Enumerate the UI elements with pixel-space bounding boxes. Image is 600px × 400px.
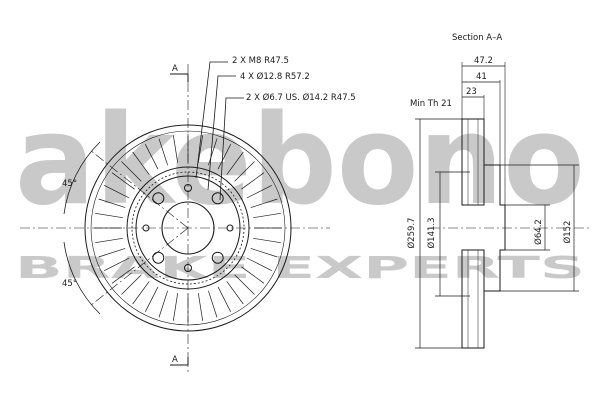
leader-lines xyxy=(195,61,244,201)
cooling-vane xyxy=(104,184,130,199)
min-thickness-label: Min Th 21 xyxy=(410,99,452,109)
cooling-vane xyxy=(241,172,265,190)
section-view-labels: Section A–A 47.2 41 23 Min Th 21 Ø259.7 … xyxy=(406,33,573,249)
cooling-vane xyxy=(132,151,150,175)
cooling-vane xyxy=(95,212,123,219)
cooling-vane xyxy=(226,151,244,175)
angle-arc-upper xyxy=(63,141,101,215)
front-view-labels: A A 45° 45° 2 X M8 R47.5 4 X Ø12.8 R57.2… xyxy=(62,56,356,365)
disc-ventilation xyxy=(467,119,479,348)
cooling-vane xyxy=(172,293,179,321)
cooling-vane xyxy=(241,266,265,284)
watermark-brand: akebono xyxy=(15,89,585,233)
cooling-vane xyxy=(250,198,278,208)
angle-label-lower: 45° xyxy=(62,279,77,289)
section-marker-top xyxy=(170,73,189,82)
cooling-vane xyxy=(197,293,204,321)
cooling-vane xyxy=(250,248,278,258)
callout-stud-holes: 4 X Ø12.8 R57.2 xyxy=(240,71,310,82)
cooling-vane xyxy=(121,274,142,295)
cooling-vane xyxy=(226,281,244,305)
cooling-vane xyxy=(234,161,255,182)
stud-hole xyxy=(211,251,224,264)
cooling-vane xyxy=(144,286,159,312)
cooling-vane xyxy=(158,138,168,166)
dim-disc-thickness: 23 xyxy=(466,87,477,97)
cooling-vane xyxy=(253,237,281,244)
cooling-vane xyxy=(253,212,281,219)
disc-ring-top xyxy=(461,118,485,206)
callout-threaded-holes: 2 X M8 R47.5 xyxy=(232,56,289,66)
dim-hat-diameter: Ø152 xyxy=(562,221,573,244)
cooling-vane xyxy=(104,257,130,272)
cooling-vane xyxy=(246,184,272,199)
cooling-vane xyxy=(217,286,232,312)
cooling-vane xyxy=(234,274,255,295)
dim-center-bore: Ø64.2 xyxy=(533,219,544,245)
cooling-vane xyxy=(197,135,204,163)
cooling-vane xyxy=(217,144,232,170)
cooling-vane xyxy=(121,161,142,182)
dim-hat-height: 41 xyxy=(476,72,487,82)
hat-profile-bottom xyxy=(484,249,505,292)
top-dimension-lines xyxy=(462,65,505,98)
hat-profile-top xyxy=(484,164,505,206)
cooling-vane xyxy=(144,144,159,170)
dim-pitch-diameter: Ø141.3 xyxy=(426,217,437,248)
section-marker-bottom xyxy=(170,357,189,366)
callout-screw-holes: 2 X Ø6.7 US. Ø14.2 R47.5 xyxy=(246,92,356,103)
angle-label-upper: 45° xyxy=(62,179,77,189)
cooling-vane xyxy=(98,198,126,208)
rotor-front-view xyxy=(20,61,330,372)
stud-hole xyxy=(211,192,224,205)
cooling-vane xyxy=(111,266,135,284)
cooling-vane xyxy=(111,172,135,190)
top-dimension-extensions xyxy=(461,62,506,205)
centerlines xyxy=(20,64,330,372)
cooling-vane xyxy=(158,290,168,318)
cooling-vane xyxy=(246,257,272,272)
cooling-vane xyxy=(132,281,150,305)
section-marker-bottom-label: A xyxy=(172,355,178,365)
cooling-vane xyxy=(172,135,179,163)
section-marker-top-label: A xyxy=(172,64,178,74)
angle-arc-lower xyxy=(63,241,101,315)
rotor-section-view xyxy=(415,62,590,349)
disc-ring-bottom xyxy=(461,249,485,349)
section-title: Section A–A xyxy=(452,33,502,43)
cooling-vane xyxy=(95,237,123,244)
dim-outer-diameter: Ø259.7 xyxy=(406,217,417,248)
cooling-vane xyxy=(98,248,126,258)
stud-hole xyxy=(152,192,165,205)
watermark-tagline: BRAKE EXPERTS xyxy=(15,251,585,286)
cooling-vane xyxy=(208,290,218,318)
stud-hole xyxy=(152,251,165,264)
cooling-vane xyxy=(208,138,218,166)
dim-total-height: 47.2 xyxy=(474,56,493,66)
